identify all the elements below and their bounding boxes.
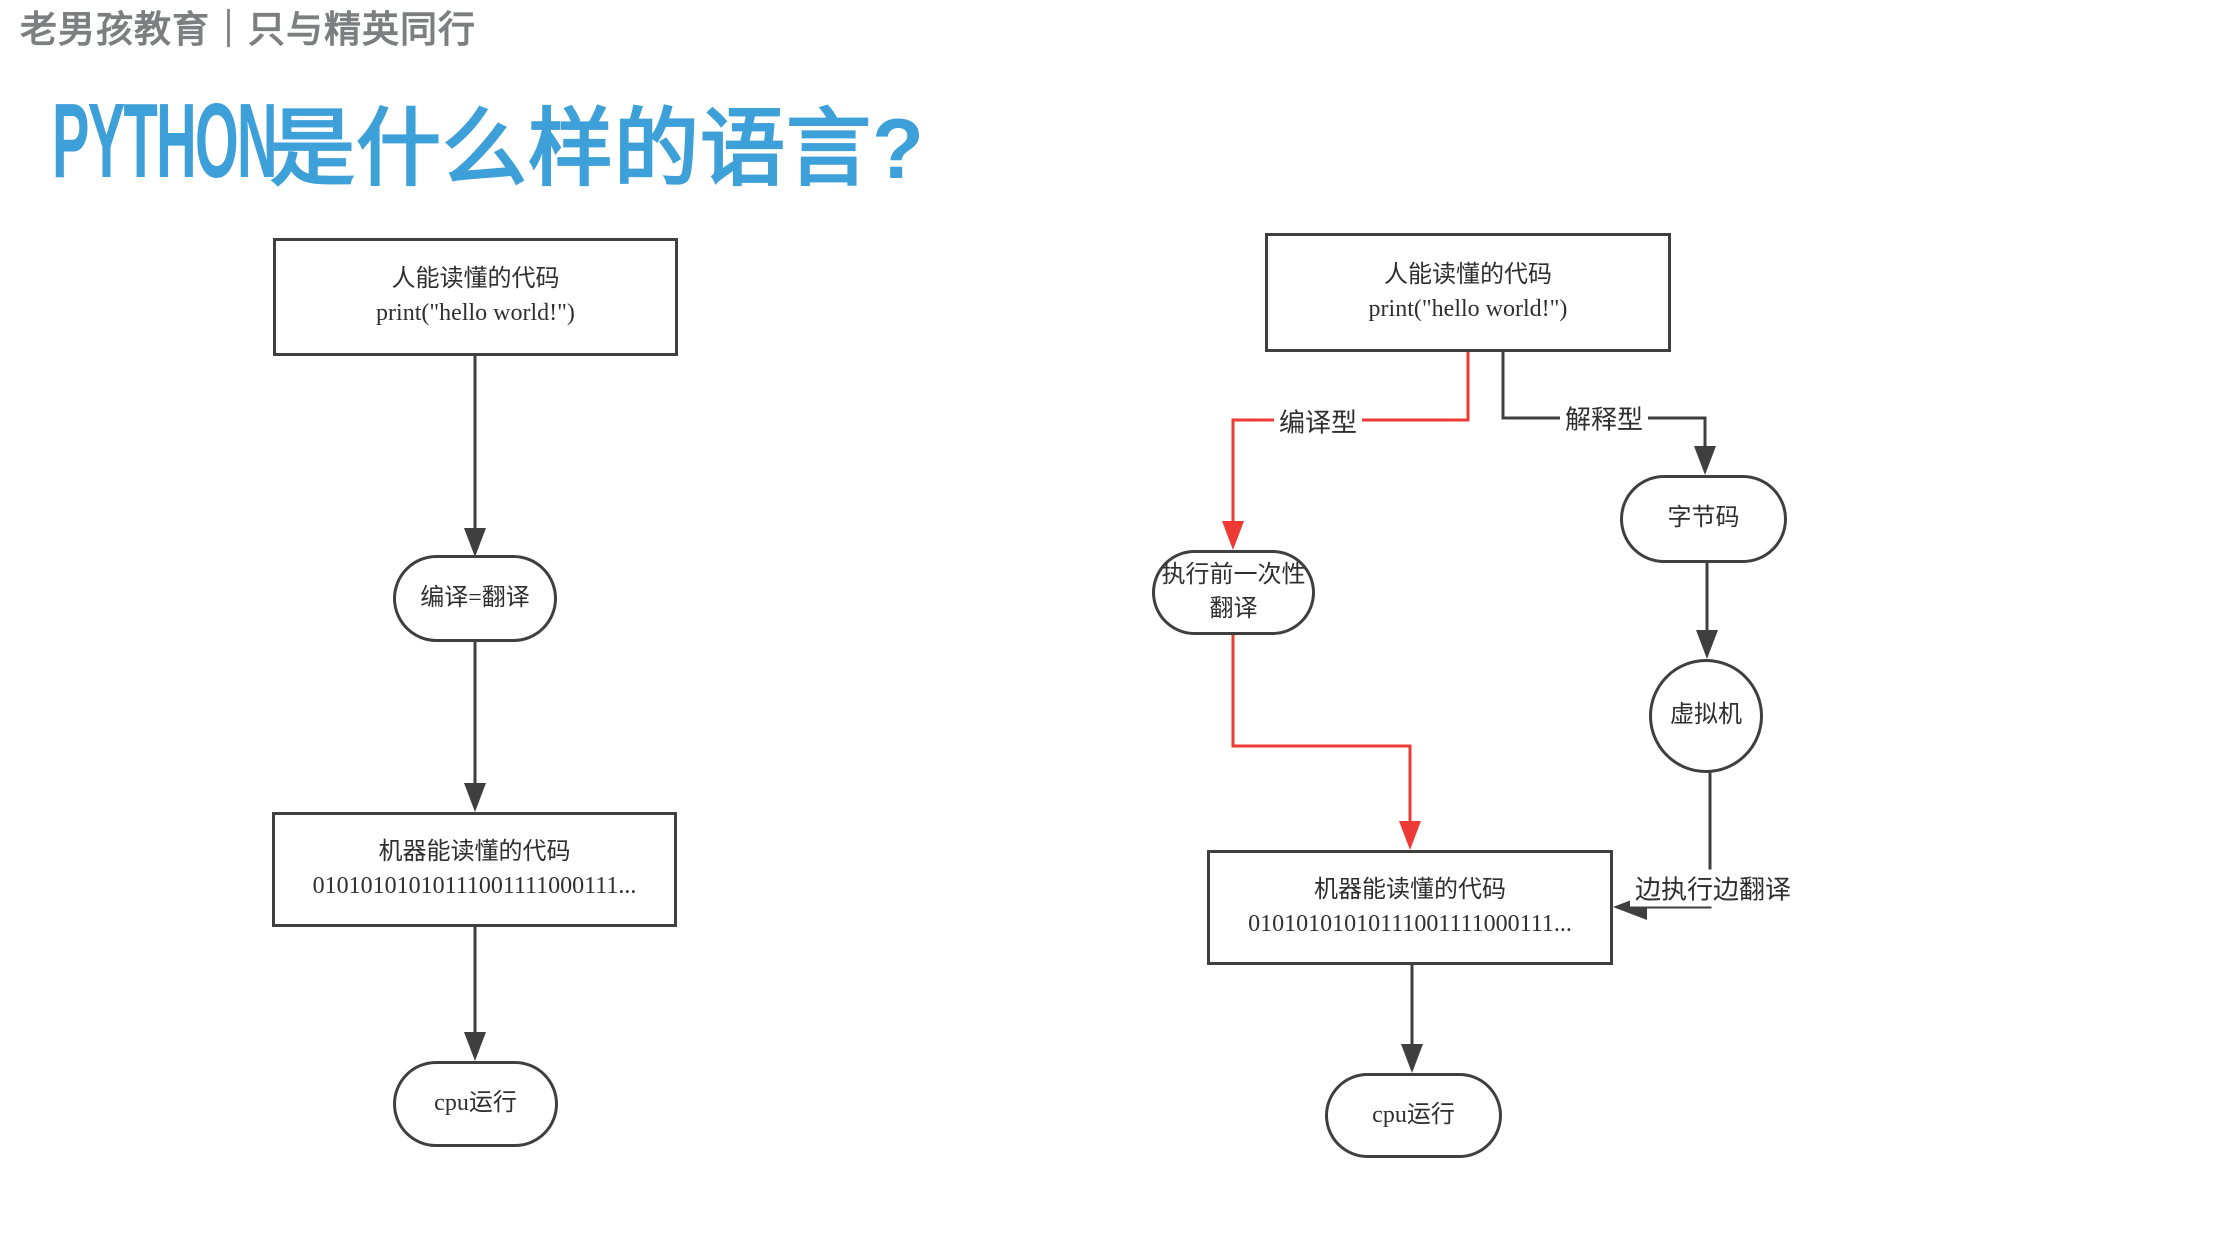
node-left-machine-code-line1: 机器能读懂的代码 [378, 838, 571, 865]
node-right-pre-translate-line2: 翻译 [1209, 595, 1258, 622]
node-right-human-code-line1: 人能读懂的代码 [1384, 261, 1552, 288]
node-right-pre-translate-line1: 执行前一次性 [1161, 561, 1306, 588]
node-right-bytecode-label: 字节码 [1667, 505, 1740, 532]
node-left-machine-code-line2: 01010101010111001111000111... [312, 872, 637, 899]
node-right-vm: 虚拟机 [1649, 659, 1763, 773]
edge-right-bytecode-to-vm [1696, 563, 1718, 659]
page-title-zh: 是什么样的语言? [270, 102, 925, 197]
edge-label-exec-translate: 边执行边翻译 [1629, 869, 1797, 907]
node-right-machine-code-line1: 机器能读懂的代码 [1314, 876, 1506, 903]
edge-label-interpreted: 解释型 [1559, 399, 1649, 437]
node-left-compile: 编译=翻译 [393, 555, 557, 642]
node-left-cpu-label: cpu运行 [434, 1090, 517, 1117]
page-title-en: PYTHON [52, 81, 278, 200]
edge-left-human-to-compile [464, 356, 486, 557]
node-left-compile-label: 编译=翻译 [420, 584, 530, 611]
node-right-vm-label: 虚拟机 [1670, 702, 1742, 729]
edge-right-machine-to-cpu [1401, 965, 1423, 1073]
node-right-cpu: cpu运行 [1325, 1073, 1502, 1158]
edge-left-compile-to-machine [464, 642, 486, 812]
edge-left-machine-to-cpu [464, 927, 486, 1061]
node-right-bytecode: 字节码 [1620, 475, 1787, 563]
node-left-human-code-line2: print("hello world!") [376, 300, 575, 326]
node-right-machine-code: 机器能读懂的代码 01010101010111001111000111... [1207, 850, 1613, 965]
node-right-cpu-label: cpu运行 [1372, 1101, 1455, 1128]
node-left-machine-code: 机器能读懂的代码 01010101010111001111000111... [272, 812, 677, 927]
edge-right-compiled-branch [1222, 352, 1470, 550]
edge-label-compiled: 编译型 [1273, 402, 1363, 440]
edge-right-pretranslate-to-machine [1231, 635, 1421, 850]
node-right-machine-code-line2: 01010101010111001111000111... [1248, 910, 1572, 937]
node-right-human-code: 人能读懂的代码 print("hello world!") [1265, 233, 1671, 352]
node-right-human-code-line2: print("hello world!") [1368, 295, 1568, 322]
node-left-cpu: cpu运行 [393, 1061, 558, 1147]
node-right-pre-translate: 执行前一次性 翻译 [1152, 550, 1315, 635]
node-left-human-code-line1: 人能读懂的代码 [391, 266, 560, 293]
node-left-human-code: 人能读懂的代码 print("hello world!") [273, 238, 678, 356]
brand-text: 老男孩教育｜只与精英同行 [20, 9, 476, 50]
